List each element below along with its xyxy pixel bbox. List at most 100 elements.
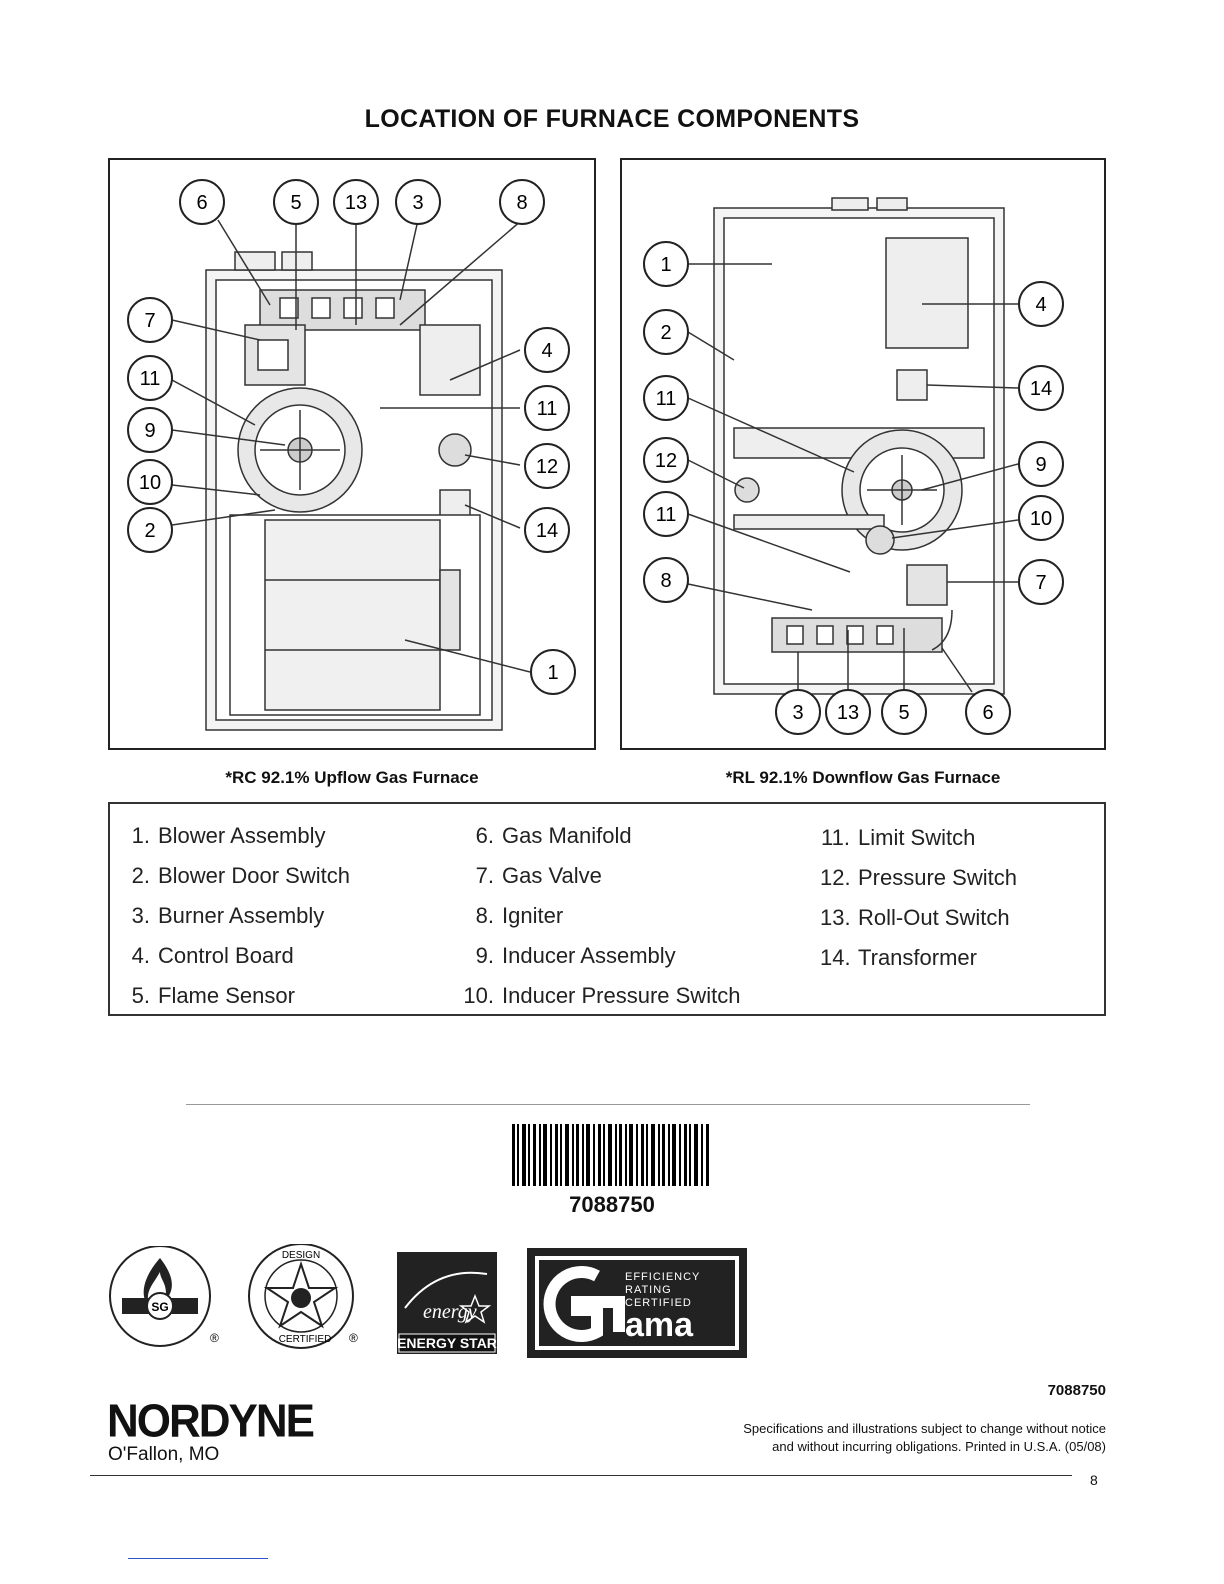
document-number: 7088750 <box>1047 1382 1106 1399</box>
legend-number: 11. <box>821 825 850 850</box>
page-title: LOCATION OF FURNACE COMPONENTS <box>364 105 860 133</box>
svg-text:DESIGN: DESIGN <box>282 1250 320 1261</box>
callouts-right: 1 2 11 12 11 8 4 14 9 10 7 3 13 5 6 <box>643 241 1064 735</box>
legend-column-1: 1. Blower Assembly 2.Blower Door Switch 3… <box>122 816 350 1016</box>
legend-item: 3.Burner Assembly <box>122 896 350 936</box>
legend-label: Gas Manifold <box>502 823 632 848</box>
legend-item: 2.Blower Door Switch <box>122 856 350 896</box>
callout-label: 7 <box>1035 572 1046 594</box>
disclaimer-line: and without incurring obligations. Print… <box>772 1439 1106 1454</box>
callout-label: 12 <box>536 456 558 478</box>
legend-number: 1. <box>131 823 150 848</box>
svg-text:ENERGY STAR: ENERGY STAR <box>397 1335 497 1351</box>
legend-item: 5. Flame Sensor <box>122 976 350 1016</box>
legend-number: 4. <box>131 943 150 968</box>
callout-label: 13 <box>837 702 859 724</box>
callout-label: 8 <box>660 570 671 592</box>
barcode-number: 7088750 <box>569 1192 655 1217</box>
legend-number: 6. <box>475 823 494 848</box>
svg-text:®: ® <box>349 1331 358 1345</box>
callout-14: 14 <box>524 507 570 553</box>
upflow-diagram: 6 5 13 3 8 7 11 9 10 2 4 11 12 14 1 <box>108 158 596 750</box>
callout-label: 7 <box>144 310 155 332</box>
page-number: 8 <box>1090 1472 1098 1488</box>
svg-text:CERTIFIED: CERTIFIED <box>279 1334 332 1345</box>
callout-10: 10 <box>127 459 173 505</box>
callout-label: 5 <box>898 702 909 724</box>
callouts-left: 6 5 13 3 8 7 11 9 10 2 4 11 12 14 1 <box>127 179 576 695</box>
callout-13: 13 <box>333 179 379 225</box>
legend-label: Inducer Assembly <box>502 943 676 968</box>
callout-11b: 11 <box>643 491 689 537</box>
legend-label: Gas Valve <box>502 863 602 888</box>
callout-2: 2 <box>643 309 689 355</box>
callout-label: 6 <box>982 702 993 724</box>
callout-14: 14 <box>1018 365 1064 411</box>
callout-label: 1 <box>660 254 671 276</box>
legend-item: 8.Igniter <box>454 896 740 936</box>
callout-12: 12 <box>643 437 689 483</box>
legend-label: Limit Switch <box>858 825 976 850</box>
callout-label: 3 <box>792 702 803 724</box>
callout-11: 11 <box>643 375 689 421</box>
callout-4: 4 <box>1018 281 1064 327</box>
callout-label: 4 <box>1035 294 1046 316</box>
legend-number: 14. <box>820 945 851 970</box>
gama-logo: EFFICIENCY RATING CERTIFIED ama <box>527 1248 747 1358</box>
callout-4: 4 <box>524 327 570 373</box>
divider-rule <box>186 1104 1030 1105</box>
legend-item: 7.Gas Valve <box>454 856 740 896</box>
callout-label: 5 <box>290 192 301 214</box>
legend-number: 9. <box>475 943 494 968</box>
legend-item: 10.Inducer Pressure Switch <box>454 976 740 1016</box>
svg-text:ama: ama <box>625 1306 694 1344</box>
legend-number: 10. <box>463 983 494 1008</box>
callout-9: 9 <box>1018 441 1064 487</box>
company-city: O'Fallon, MO <box>108 1444 220 1465</box>
callout-7: 7 <box>127 297 173 343</box>
callout-label: 2 <box>660 322 671 344</box>
legend-number: 12. <box>820 865 851 890</box>
callout-12: 12 <box>524 443 570 489</box>
callout-8: 8 <box>499 179 545 225</box>
callout-label: 2 <box>144 520 155 542</box>
legend-number: 8. <box>475 903 494 928</box>
callout-label: 11 <box>140 368 161 390</box>
legend-item: 14. Transformer <box>820 938 1017 978</box>
callout-11: 11 <box>127 355 173 401</box>
legend-label: Flame Sensor <box>158 983 295 1008</box>
callout-label: 6 <box>196 192 207 214</box>
legend-label: Blower Assembly <box>158 823 326 848</box>
legend-label: Transformer <box>858 945 977 970</box>
callout-label: 11 <box>537 398 558 420</box>
legend-item: 11. Limit Switch <box>820 818 1017 858</box>
link-underline <box>128 1558 268 1559</box>
callout-8: 8 <box>643 557 689 603</box>
legend-label: Blower Door Switch <box>158 863 350 888</box>
callout-3: 3 <box>775 689 821 735</box>
callout-label: 3 <box>412 192 423 214</box>
caption-upflow: *RC 92.1% Upflow Gas Furnace <box>225 768 479 787</box>
legend-item: 1. Blower Assembly <box>122 816 350 856</box>
callout-label: 12 <box>655 450 677 472</box>
svg-text:EFFICIENCY: EFFICIENCY <box>625 1271 700 1283</box>
legend-column-3: 11.Limit Switch 12.Pressure Switch 13.Ro… <box>820 818 1017 978</box>
legend-number: 3. <box>131 903 150 928</box>
legend-label: Roll-Out Switch <box>858 905 1010 930</box>
svg-text:SG: SG <box>151 1300 168 1314</box>
legend-item: 6. Gas Manifold <box>454 816 740 856</box>
legend-label: Control Board <box>158 943 294 968</box>
callout-label: 11 <box>656 388 677 410</box>
callout-1: 1 <box>643 241 689 287</box>
callout-label: 13 <box>345 192 367 214</box>
callout-5: 5 <box>881 689 927 735</box>
callout-3: 3 <box>395 179 441 225</box>
legend-number: 13. <box>820 905 851 930</box>
disclaimer: Specifications and illustrations subject… <box>743 1420 1106 1456</box>
energy-star-logo: energy ENERGY STAR <box>397 1252 497 1354</box>
callout-13: 13 <box>825 689 871 735</box>
footer-rule <box>90 1475 1072 1476</box>
svg-text:CERTIFIED: CERTIFIED <box>625 1297 692 1309</box>
legend-number: 5. <box>131 983 150 1008</box>
svg-text:RATING: RATING <box>625 1284 672 1296</box>
